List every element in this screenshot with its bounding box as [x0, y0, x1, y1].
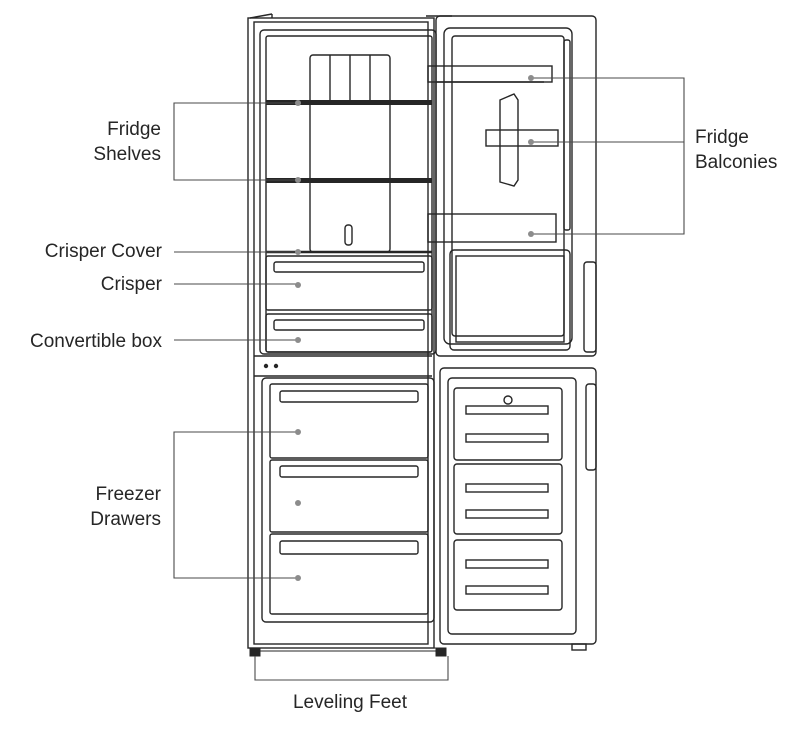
freezer-drawer-3 — [269, 533, 429, 615]
label-fridge-shelves-line2: Shelves — [93, 144, 161, 165]
label-freezer-drawers-line1: Freezer — [95, 484, 161, 505]
fridge-balcony-lower — [427, 213, 557, 243]
fridge-shelves — [266, 100, 432, 254]
crisper-drawer — [265, 255, 433, 311]
freezer-drawers-leader — [173, 431, 297, 579]
leveling-feet-leader — [254, 656, 449, 681]
fridge-shelf-lower — [266, 178, 432, 183]
fridge-balcony-middle — [485, 129, 559, 147]
label-crisper-cover: Crisper Cover — [44, 241, 162, 262]
label-crisper: Crisper — [100, 274, 162, 295]
convertible-box-drawer — [265, 313, 433, 353]
label-freezer-drawers: Freezer Drawers — [60, 482, 161, 532]
fridge-shelves-leader — [173, 102, 297, 181]
label-convertible-box: Convertible box — [29, 331, 162, 352]
leader-lines — [173, 77, 685, 681]
freezer-drawer-2 — [269, 459, 429, 533]
label-fridge-shelves: Fridge Shelves — [60, 117, 161, 167]
freezer-door — [439, 367, 597, 651]
label-fridge-balconies-line1: Fridge — [695, 127, 749, 148]
fridge-door — [426, 15, 597, 357]
freezer-drawer-1 — [269, 383, 429, 459]
fridge-balconies-leader — [531, 77, 685, 235]
label-leveling-feet: Leveling Feet — [292, 692, 408, 713]
cabinet — [247, 13, 437, 649]
label-fridge-shelves-line1: Fridge — [107, 119, 161, 140]
freezer-compartment — [261, 377, 435, 623]
label-freezer-drawers-line2: Drawers — [90, 509, 161, 530]
leveling-feet — [249, 647, 447, 657]
label-fridge-balconies-line2: Balconies — [695, 152, 778, 173]
label-fridge-balconies: Fridge Balconies — [695, 125, 795, 175]
leader-dots — [295, 75, 534, 581]
fridge-shelf-upper — [266, 100, 432, 105]
